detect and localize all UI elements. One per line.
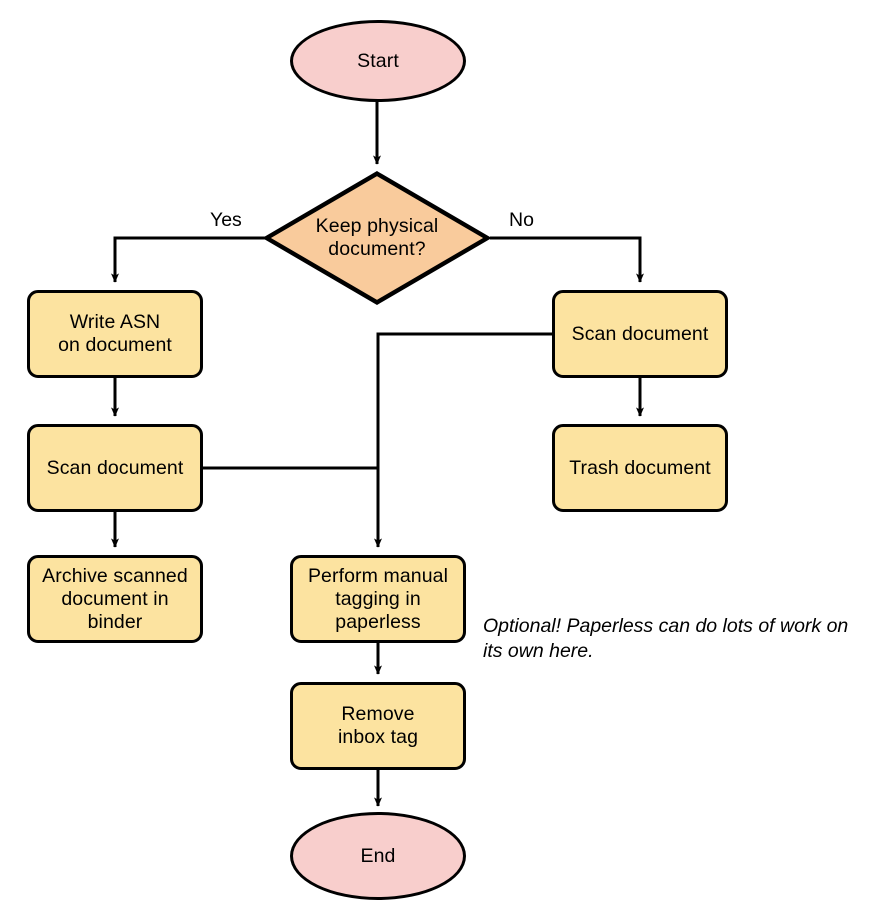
decision-text-wrap: Keep physical document? [264, 171, 490, 305]
node-scan-document-left[interactable]: Scan document [27, 424, 203, 512]
node-write-asn-on-document[interactable]: Write ASN on document [27, 290, 203, 378]
node-trash-document[interactable]: Trash document [552, 424, 728, 512]
node-scan-document-left-label: Scan document [46, 456, 184, 479]
edge-scan-right-to-tagging [374, 332, 552, 548]
node-write-asn-label: Write ASN on document [58, 311, 172, 356]
node-tagging-label: Perform manual tagging in paperless [307, 564, 449, 633]
node-start-label: Start [357, 49, 399, 72]
node-decision-keep-physical-document[interactable]: Keep physical document? [264, 171, 490, 305]
node-trash-document-label: Trash document [569, 456, 711, 479]
edge-label-yes-text: Yes [210, 209, 242, 231]
edge-decision-yes-to-write-asn [111, 236, 265, 283]
edge-label-no: No [509, 209, 534, 232]
node-end[interactable]: End [290, 812, 466, 900]
node-end-label: End [360, 844, 396, 867]
node-scan-document-right-label: Scan document [571, 322, 709, 345]
node-archive-scanned-document[interactable]: Archive scanned document in binder [27, 555, 203, 643]
node-start[interactable]: Start [290, 20, 466, 102]
node-perform-manual-tagging[interactable]: Perform manual tagging in paperless [290, 555, 466, 643]
edge-label-yes: Yes [210, 209, 242, 232]
node-scan-document-right[interactable]: Scan document [552, 290, 728, 378]
node-archive-label: Archive scanned document in binder [42, 564, 188, 633]
annotation-optional-note-text: Optional! Paperless can do lots of work … [483, 614, 849, 663]
node-remove-inbox-label: Remove inbox tag [337, 703, 419, 748]
node-decision-label: Keep physical document? [315, 215, 439, 260]
decision-diamond-shape [264, 171, 490, 305]
annotation-optional-note: Optional! Paperless can do lots of work … [483, 588, 883, 665]
edge-decision-no-to-scan-right [490, 236, 644, 283]
node-remove-inbox-tag[interactable]: Remove inbox tag [290, 682, 466, 770]
edge-label-no-text: No [509, 209, 534, 231]
